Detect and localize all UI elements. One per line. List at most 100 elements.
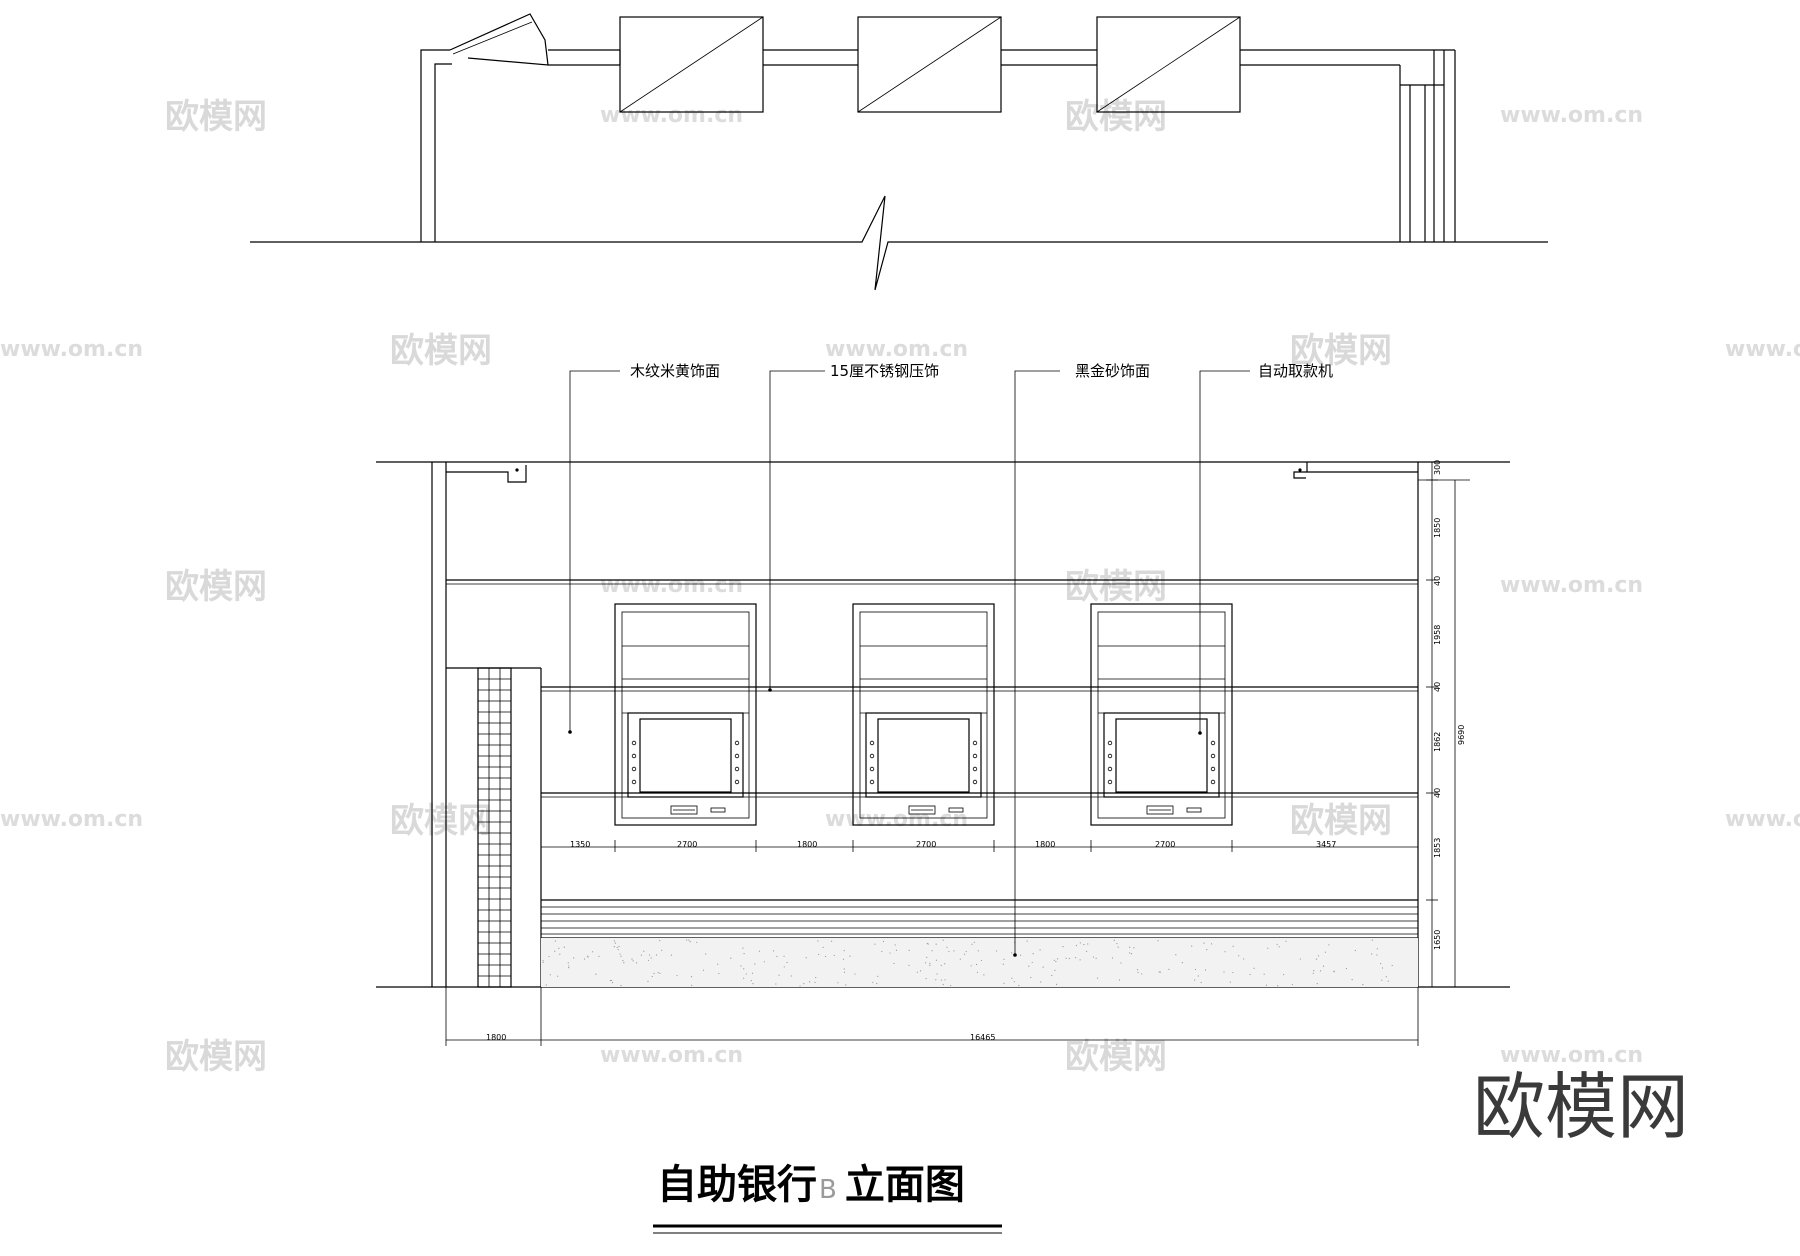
watermark-cn: 欧模网	[1290, 331, 1392, 371]
granite-speckle-dot	[1013, 981, 1015, 983]
watermark-url: www.om.cn	[0, 807, 143, 832]
dim-16465: 16465	[970, 1033, 995, 1042]
granite-speckle-dot	[948, 950, 950, 953]
granite-speckle-dot	[1055, 960, 1057, 963]
granite-speckle-dot	[942, 939, 944, 941]
atm-card-slot	[670, 805, 698, 815]
label-atm: 自动取款机	[1258, 362, 1333, 380]
granite-speckle-dot	[659, 972, 661, 974]
granite-speckle-dot	[815, 976, 817, 979]
plan-atm-diagonal	[1096, 16, 1241, 113]
granite-speckle-dot	[927, 943, 929, 945]
granite-speckle-dot	[1118, 979, 1121, 981]
granite-speckle-dot	[643, 950, 645, 952]
granite-speckle-dot	[745, 973, 747, 975]
granite-speckle-dot	[573, 957, 575, 959]
granite-speckle-dot	[1317, 955, 1320, 957]
granite-speckle-dot	[1232, 971, 1234, 974]
dim-1800: 1800	[797, 840, 817, 849]
v-dim-40: 40	[1433, 788, 1442, 798]
granite-speckle-dot	[1223, 971, 1225, 973]
granite-speckle-dot	[916, 971, 918, 973]
label-steel-trim: 15厘不锈钢压饰	[830, 362, 939, 380]
granite-speckle-dot	[1238, 955, 1240, 957]
granite-speckle-dot	[1042, 966, 1044, 968]
granite-speckle-dot	[935, 979, 937, 981]
granite-speckle-dot	[1158, 971, 1160, 973]
granite-speckle-dot	[893, 962, 895, 965]
granite-speckle-dot	[783, 955, 785, 957]
granite-speckle-dot	[617, 949, 619, 951]
granite-speckle-dot	[1232, 945, 1234, 947]
granite-speckle-dot	[568, 967, 570, 969]
atm-side-button	[869, 740, 875, 746]
watermark-url: www.om.cn	[1725, 807, 1800, 832]
granite-speckle-dot	[975, 963, 978, 966]
granite-speckle-dot	[1278, 946, 1280, 948]
granite-speckle-dot	[944, 963, 946, 965]
granite-speckle-dot	[775, 983, 777, 985]
granite-speckle-dot	[965, 950, 967, 953]
dim-1800-bottom: 1800	[486, 1033, 506, 1042]
granite-speckle-dot	[926, 956, 928, 958]
atm-card-slot	[908, 805, 936, 815]
atm-side-button	[972, 740, 978, 746]
granite-speckle-dot	[1075, 957, 1077, 959]
leader-line-granite	[1014, 370, 1060, 955]
granite-speckle-dot	[1276, 943, 1278, 945]
granite-speckle-dot	[805, 957, 807, 959]
granite-speckle-dot	[936, 973, 938, 975]
atm-frame	[852, 603, 995, 826]
granite-speckle-dot	[876, 982, 878, 985]
granite-speckle-dot	[845, 984, 847, 986]
v-dim-9690: 9690	[1457, 725, 1466, 745]
leader-dot	[768, 688, 772, 692]
granite-speckle-dot	[1030, 976, 1032, 979]
atm-side-button	[1210, 779, 1216, 785]
atm-card-slot	[1146, 805, 1174, 815]
granite-speckle-dot	[751, 972, 754, 974]
granite-speckle-dot	[1299, 958, 1301, 960]
dim-1350: 1350	[570, 840, 590, 849]
plan-left-wall	[420, 49, 450, 242]
granite-speckle-dot	[1316, 983, 1318, 985]
granite-speckle-dot	[929, 962, 931, 964]
granite-speckle-dot	[946, 946, 948, 948]
granite-speckle-dot	[1197, 975, 1199, 977]
granite-speckle-dot	[743, 977, 745, 979]
granite-speckle-dot	[647, 980, 649, 982]
granite-speckle-dot	[1116, 942, 1118, 945]
granite-speckle-dot	[717, 963, 719, 965]
granite-speckle-dot	[763, 961, 765, 963]
atm-side-button	[1210, 766, 1216, 772]
granite-speckle-dot	[1265, 984, 1268, 986]
granite-speckle-dot	[1313, 970, 1315, 972]
granite-speckle-dot	[1333, 971, 1335, 973]
v-dim-300: 300	[1433, 460, 1442, 475]
atm-side-button	[734, 753, 740, 759]
watermark-cn: 欧模网	[390, 801, 492, 841]
granite-speckle-dot	[620, 955, 622, 957]
granite-speckle-dot	[648, 954, 651, 956]
v-dim-1850: 1850	[1433, 518, 1442, 538]
granite-speckle-dot	[944, 979, 946, 981]
granite-speckle-dot	[1040, 981, 1042, 983]
plan-left-wall-inner	[434, 63, 452, 242]
v-dim-40: 40	[1433, 682, 1442, 692]
granite-speckle-dot	[959, 958, 961, 960]
atm-inner-frame	[1097, 611, 1226, 819]
granite-speckle-dot	[772, 950, 775, 952]
v-dim-40: 40	[1433, 576, 1442, 586]
label-black-granite: 黑金砂饰面	[1075, 362, 1150, 380]
granite-speckle-dot	[818, 953, 820, 956]
granite-speckle-dot	[558, 947, 560, 950]
granite-speckle-dot	[1210, 943, 1213, 945]
granite-speckle-dot	[1253, 967, 1255, 969]
granite-speckle-dot	[940, 979, 942, 981]
granite-speckle-dot	[940, 964, 942, 967]
leader-dot	[1198, 731, 1202, 735]
granite-speckle-dot	[563, 946, 565, 948]
watermark-url: www.om.cn	[600, 1043, 743, 1068]
